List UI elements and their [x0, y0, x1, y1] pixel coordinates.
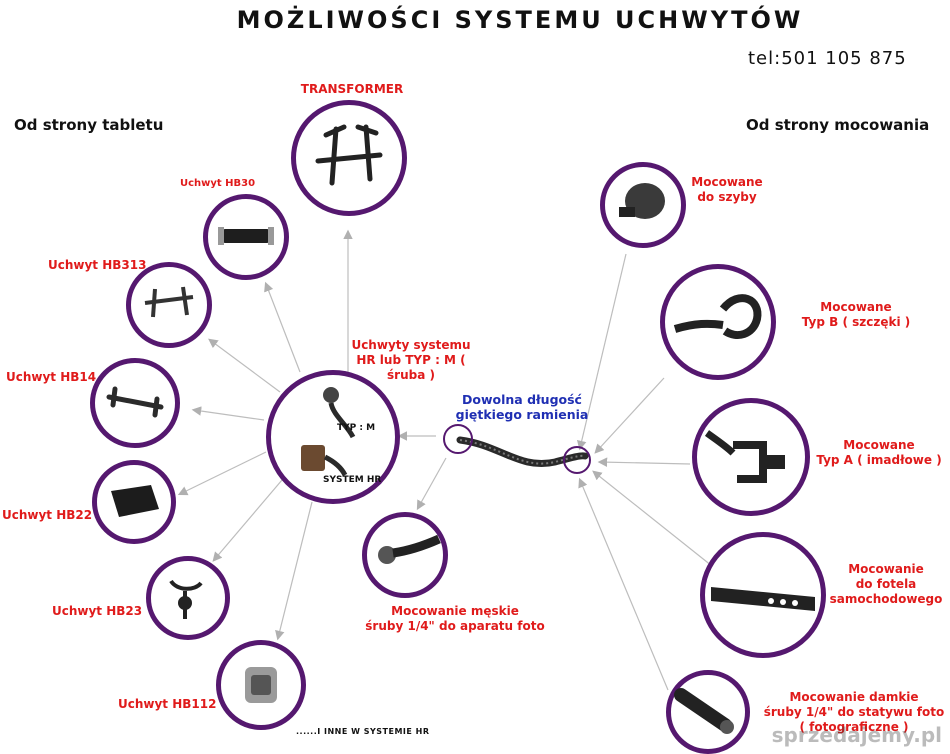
- female-screw-mount-icon: [674, 688, 734, 734]
- label-hb23: Uchwyt HB23: [52, 604, 143, 618]
- arrow-seat-to-arm: [592, 470, 713, 567]
- suction-cup-icon: [619, 183, 665, 219]
- arrow-arm-to-male: [416, 457, 447, 511]
- arrow-to-hb23: [212, 479, 283, 562]
- circle-hb30: [203, 194, 289, 280]
- page-title: MOŻLIWOŚCI SYSTEMU UCHWYTÓW: [236, 6, 804, 34]
- circle-seat-mount: [700, 532, 826, 658]
- label-window-mount: Mocowane do szyby: [691, 175, 763, 204]
- arm-end-ring-right: [563, 446, 591, 474]
- circle-hub: TYP : M SYSTEM HR: [266, 370, 400, 504]
- label-hub: Uchwyty systemu HR lub TYP : M ( śruba ): [351, 338, 471, 382]
- tag-typ-m: TYP : M: [337, 423, 376, 433]
- arrow-to-hb30: [264, 281, 301, 373]
- label-hb22: Uchwyt HB22: [2, 508, 93, 522]
- arrow-to-hb313: [208, 338, 281, 393]
- arrow-window-to-arm: [576, 253, 627, 451]
- phone-number: tel:501 105 875: [748, 48, 907, 69]
- arm-end-ring-left: [443, 424, 473, 454]
- label-female-mount: Mocowanie damkie śruby 1/4" do statywu f…: [763, 690, 945, 734]
- tag-system-hr: SYSTEM HR: [323, 475, 382, 485]
- label-jaws-mount: Mocowane Typ B ( szczęki ): [801, 300, 911, 329]
- arrow-to-hb112: [275, 501, 313, 641]
- arrow-female-to-arm: [578, 477, 669, 691]
- circle-window-mount: [600, 162, 686, 248]
- hub-mount-icon: [301, 387, 356, 477]
- hb22-holder-icon: [111, 485, 159, 517]
- circle-hb22: [92, 460, 176, 544]
- circle-transformer: [291, 100, 407, 216]
- jaw-clamp-icon: [673, 294, 762, 339]
- circle-male-mount: [362, 512, 448, 598]
- section-tablet-side: Od strony tabletu: [14, 116, 164, 134]
- male-screw-mount-icon: [378, 534, 441, 564]
- hb112-holder-icon: [245, 667, 277, 703]
- hb23-holder-icon: [169, 579, 203, 619]
- arrow-jaws-to-arm: [594, 377, 665, 454]
- section-mount-side: Od strony mocowania: [746, 116, 930, 134]
- circle-female-mount: [666, 670, 750, 754]
- label-transformer: TRANSFORMER: [300, 82, 404, 96]
- circle-vice-mount: [692, 398, 810, 516]
- arrow-to-hb14: [191, 406, 265, 421]
- hb313-holder-icon: [144, 286, 194, 318]
- seat-strap-icon: [711, 587, 815, 611]
- label-seat-mount: Mocowanie do fotela samochodowego: [829, 562, 943, 606]
- hb14-holder-icon: [106, 386, 164, 418]
- label-hb14: Uchwyt HB14: [6, 370, 97, 384]
- arrow-to-hb22: [177, 451, 267, 496]
- watermark: sprzedajemy.pl: [771, 723, 942, 747]
- transformer-icon: [315, 124, 383, 186]
- label-male-mount: Mocowanie męskie śruby 1/4" do aparatu f…: [365, 604, 545, 633]
- circle-hb14: [90, 358, 180, 448]
- label-arm: Dowolna długość giętkiego ramienia: [455, 392, 589, 422]
- circle-hb313: [126, 262, 212, 348]
- others-note: ......I INNE W SYSTEMIE HR: [296, 727, 430, 736]
- label-hb313: Uchwyt HB313: [48, 258, 147, 272]
- circle-jaws-mount: [660, 264, 776, 380]
- hb30-holder-icon: [218, 227, 274, 245]
- label-hb112: Uchwyt HB112: [118, 697, 217, 711]
- arrow-vice-to-arm: [597, 457, 691, 467]
- vice-clamp-icon: [704, 430, 785, 483]
- circle-hb23: [146, 556, 230, 640]
- circle-hb112: [216, 640, 306, 730]
- label-vice-mount: Mocowane Typ A ( imadłowe ): [816, 438, 942, 467]
- label-hb30: Uchwyt HB30: [180, 178, 256, 189]
